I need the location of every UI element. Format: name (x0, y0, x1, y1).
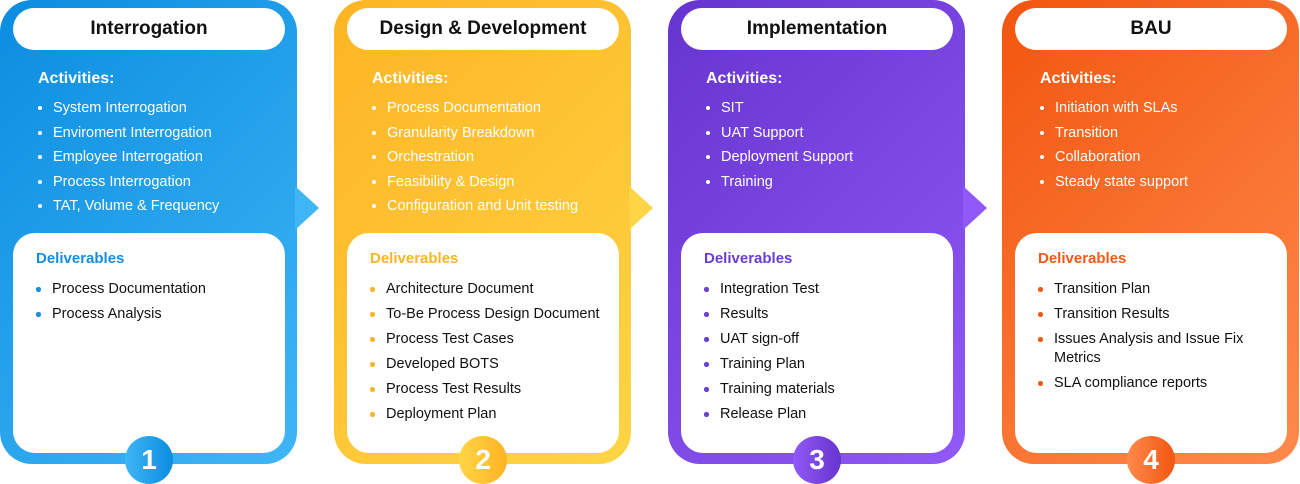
phase-title: Implementation (681, 8, 953, 50)
phase-title: BAU (1015, 8, 1287, 50)
deliverable-item: To-Be Process Design Document (370, 305, 618, 324)
deliverable-item: Training Plan (704, 355, 952, 374)
deliverable-item: Deployment Plan (370, 405, 618, 424)
activity-item: Feasibility & Design (372, 171, 578, 196)
arrow-connector-icon (963, 186, 987, 230)
deliverable-item: SLA compliance reports (1038, 374, 1286, 393)
arrow-connector-icon (629, 186, 653, 230)
deliverable-item: Integration Test (704, 280, 952, 299)
activity-item: Deployment Support (706, 146, 853, 171)
activity-item: UAT Support (706, 122, 853, 147)
deliverable-item: Transition Plan (1038, 280, 1286, 299)
activity-item: Process Documentation (372, 97, 578, 122)
activity-item: TAT, Volume & Frequency (38, 195, 219, 220)
activities-heading: Activities: (372, 70, 449, 87)
phase-number-badge: 3 (793, 436, 841, 484)
deliverables-heading: Deliverables (370, 250, 459, 267)
activity-item: Orchestration (372, 146, 578, 171)
deliverable-item: Issues Analysis and Issue Fix Metrics (1038, 330, 1286, 368)
activity-item: Process Interrogation (38, 171, 219, 196)
activity-item: Transition (1040, 122, 1188, 147)
activity-item: Configuration and Unit testing (372, 195, 578, 220)
deliverables-heading: Deliverables (36, 250, 125, 267)
activity-item: Granularity Breakdown (372, 122, 578, 147)
activity-item: Training (706, 171, 853, 196)
deliverable-item: UAT sign-off (704, 330, 952, 349)
activity-item: Employee Interrogation (38, 146, 219, 171)
activity-item: Initiation with SLAs (1040, 97, 1188, 122)
activity-item: Steady state support (1040, 171, 1188, 196)
activity-item: Enviroment Interrogation (38, 122, 219, 147)
deliverable-item: Results (704, 305, 952, 324)
activity-item: System Interrogation (38, 97, 219, 122)
deliverable-item: Process Test Cases (370, 330, 618, 349)
arrow-connector-icon (295, 186, 319, 230)
activities-heading: Activities: (1040, 70, 1117, 87)
deliverable-item: Release Plan (704, 405, 952, 424)
phase-title: Interrogation (13, 8, 285, 50)
phase-number-badge: 1 (125, 436, 173, 484)
activities-heading: Activities: (38, 70, 115, 87)
deliverable-item: Developed BOTS (370, 355, 618, 374)
deliverable-item: Transition Results (1038, 305, 1286, 324)
activities-heading: Activities: (706, 70, 783, 87)
deliverable-item: Process Test Results (370, 380, 618, 399)
deliverables-heading: Deliverables (704, 250, 793, 267)
phase-title: Design & Development (347, 8, 619, 50)
activity-item: SIT (706, 97, 853, 122)
phase-number-badge: 4 (1127, 436, 1175, 484)
deliverable-item: Architecture Document (370, 280, 618, 299)
deliverable-item: Training materials (704, 380, 952, 399)
deliverable-item: Process Documentation (36, 280, 284, 299)
activity-item: Collaboration (1040, 146, 1188, 171)
deliverable-item: Process Analysis (36, 305, 284, 324)
deliverables-heading: Deliverables (1038, 250, 1127, 267)
phase-number-badge: 2 (459, 436, 507, 484)
